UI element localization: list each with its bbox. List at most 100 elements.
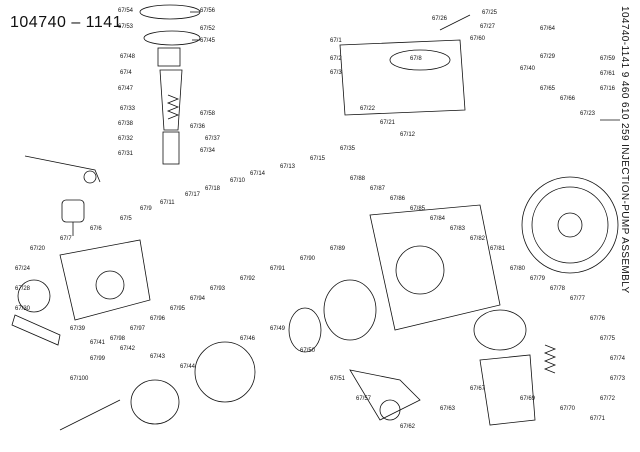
part-callout-label: 67/72 bbox=[600, 396, 616, 402]
part-callout-label: 67/67 bbox=[470, 386, 486, 392]
part-callout-label: 67/17 bbox=[185, 192, 201, 198]
part-callout-label: 67/90 bbox=[300, 256, 316, 262]
drive-gear-center bbox=[557, 212, 583, 238]
solenoid-valve bbox=[61, 199, 85, 223]
governor-cover bbox=[339, 39, 466, 116]
part-callout-label: 67/76 bbox=[590, 316, 606, 322]
part-callout-label: 67/43 bbox=[150, 354, 166, 360]
part-callout-label: 67/16 bbox=[600, 86, 616, 92]
part-callout-label: 67/60 bbox=[470, 36, 486, 42]
part-callout-label: 67/38 bbox=[118, 121, 134, 127]
drive-shaft bbox=[59, 399, 121, 431]
part-callout-label: 67/2 bbox=[330, 56, 342, 62]
drive-gear-hub bbox=[531, 186, 609, 264]
part-callout-label: 67/91 bbox=[270, 266, 286, 272]
part-callout-label: 67/86 bbox=[390, 196, 406, 202]
housing-bore bbox=[95, 270, 125, 300]
part-callout-label: 67/33 bbox=[120, 106, 136, 112]
part-callout-label: 67/3 bbox=[330, 70, 342, 76]
part-callout-label: 67/89 bbox=[330, 246, 346, 252]
part-callout-label: 67/39 bbox=[70, 326, 86, 332]
roller-ring bbox=[288, 307, 322, 353]
part-callout-label: 67/28 bbox=[15, 286, 31, 292]
plunger-barrel bbox=[159, 69, 183, 131]
part-callout-label: 67/26 bbox=[432, 16, 448, 22]
part-callout-label: 67/73 bbox=[610, 376, 626, 382]
part-callout-label: 67/45 bbox=[200, 38, 216, 44]
part-callout-label: 67/46 bbox=[240, 336, 256, 342]
part-callout-label: 67/15 bbox=[310, 156, 326, 162]
part-callout-label: 67/61 bbox=[600, 71, 616, 77]
part-callout-label: 67/14 bbox=[250, 171, 266, 177]
part-callout-label: 67/51 bbox=[330, 376, 346, 382]
diaphragm bbox=[143, 30, 201, 46]
drive-flange bbox=[130, 379, 180, 425]
part-callout-label: 67/63 bbox=[440, 406, 456, 412]
part-callout-label: 67/7 bbox=[60, 236, 72, 242]
part-callout-label: 67/81 bbox=[490, 246, 506, 252]
spring-upper bbox=[166, 94, 180, 120]
feed-pump-cover bbox=[17, 279, 51, 313]
part-callout-label: 67/99 bbox=[90, 356, 106, 362]
part-callout-label: 67/24 bbox=[15, 266, 31, 272]
timing-housing bbox=[479, 354, 536, 426]
return-pipe bbox=[24, 155, 101, 183]
stop-lever bbox=[349, 369, 421, 421]
part-callout-label: 67/54 bbox=[118, 8, 134, 14]
part-callout-label: 67/66 bbox=[560, 96, 576, 102]
part-callout-label: 67/85 bbox=[410, 206, 426, 212]
part-callout-label: 67/40 bbox=[520, 66, 536, 72]
part-callout-label: 67/5 bbox=[120, 216, 132, 222]
part-callout-label: 67/64 bbox=[540, 26, 556, 32]
spring-housing bbox=[162, 131, 180, 165]
lever-pivot bbox=[379, 399, 401, 421]
part-callout-label: 67/44 bbox=[180, 364, 196, 370]
part-callout-label: 67/80 bbox=[510, 266, 526, 272]
part-callout-label: 67/84 bbox=[430, 216, 446, 222]
part-callout-label: 67/9 bbox=[140, 206, 152, 212]
part-callout-label: 67/37 bbox=[205, 136, 221, 142]
part-callout-label: 67/74 bbox=[610, 356, 626, 362]
part-callout-label: 67/79 bbox=[530, 276, 546, 282]
part-callout-label: 67/22 bbox=[360, 106, 376, 112]
part-callout-label: 67/8 bbox=[410, 56, 422, 62]
part-callout-label: 67/70 bbox=[560, 406, 576, 412]
part-callout-label: 67/25 bbox=[482, 10, 498, 16]
pump-housing bbox=[369, 204, 501, 331]
part-callout-label: 67/21 bbox=[380, 120, 396, 126]
part-callout-label: 67/32 bbox=[118, 136, 134, 142]
part-callout-label: 67/100 bbox=[70, 376, 89, 382]
part-callout-label: 67/96 bbox=[150, 316, 166, 322]
part-callout-label: 67/97 bbox=[130, 326, 146, 332]
part-callout-label: 67/20 bbox=[30, 246, 46, 252]
part-callout-label: 67/42 bbox=[120, 346, 136, 352]
part-callout-label: 67/75 bbox=[600, 336, 616, 342]
timing-device-cover bbox=[473, 309, 527, 351]
part-callout-label: 67/82 bbox=[470, 236, 486, 242]
part-callout-label: 67/87 bbox=[370, 186, 386, 192]
part-callout-label: 67/1 bbox=[330, 38, 342, 44]
part-callout-label: 67/13 bbox=[280, 164, 296, 170]
part-callout-label: 67/47 bbox=[118, 86, 134, 92]
part-callout-label: 67/11 bbox=[160, 200, 175, 206]
part-callout-label: 67/30 bbox=[15, 306, 31, 312]
part-callout-label: 67/10 bbox=[230, 178, 246, 184]
part-callout-label: 67/12 bbox=[400, 132, 416, 138]
drive-shaft-left bbox=[11, 314, 61, 346]
drive-gear bbox=[521, 176, 619, 274]
part-callout-label: 67/6 bbox=[90, 226, 102, 232]
cover-flange bbox=[389, 49, 451, 71]
part-callout-label: 67/57 bbox=[356, 396, 372, 402]
end-housing bbox=[59, 239, 151, 321]
part-callout-label: 67/71 bbox=[590, 416, 606, 422]
part-callout-label: 67/77 bbox=[570, 296, 586, 302]
timing-spring bbox=[543, 344, 557, 374]
part-callout-label: 67/52 bbox=[200, 26, 216, 32]
part-callout-label: 67/29 bbox=[540, 54, 556, 60]
part-callout-label: 67/49 bbox=[270, 326, 286, 332]
part-callout-label: 67/59 bbox=[600, 56, 616, 62]
part-callout-label: 67/23 bbox=[580, 111, 596, 117]
part-callout-label: 67/98 bbox=[110, 336, 126, 342]
part-callout-label: 67/50 bbox=[300, 348, 316, 354]
